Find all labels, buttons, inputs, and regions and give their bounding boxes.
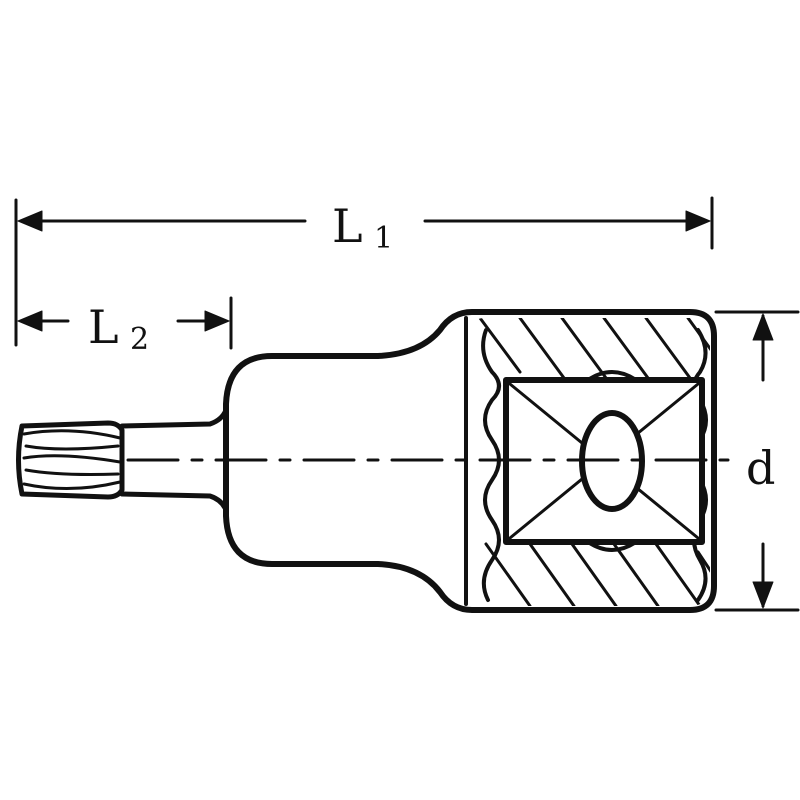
dimension-l1 bbox=[14, 196, 714, 347]
ball-detent-top bbox=[586, 370, 638, 382]
torx-flute-5 bbox=[22, 480, 122, 490]
d-arrow-top bbox=[752, 313, 774, 341]
torx-bit-outline bbox=[16, 420, 125, 500]
socket-holder-outline bbox=[223, 309, 717, 613]
dimension-d bbox=[714, 310, 800, 612]
torx-flute-4 bbox=[24, 468, 120, 476]
torx-flute-2 bbox=[24, 444, 120, 451]
dimension-l2 bbox=[17, 296, 233, 350]
torx-flute-1 bbox=[22, 429, 122, 440]
label-l1: L bbox=[332, 199, 363, 253]
l1-arrow-right bbox=[685, 210, 711, 232]
label-d: d bbox=[746, 441, 775, 495]
l2-arrow-left bbox=[17, 310, 43, 332]
torx-flute-3 bbox=[22, 454, 122, 464]
label-l2-subscript: 2 bbox=[130, 322, 149, 357]
l1-arrow-left bbox=[17, 210, 43, 232]
ball-detent-bottom bbox=[586, 540, 638, 552]
l2-arrow-right bbox=[204, 310, 230, 332]
d-arrow-bottom bbox=[752, 581, 774, 609]
label-l1-subscript: 1 bbox=[374, 221, 393, 256]
label-l2: L bbox=[88, 300, 119, 354]
